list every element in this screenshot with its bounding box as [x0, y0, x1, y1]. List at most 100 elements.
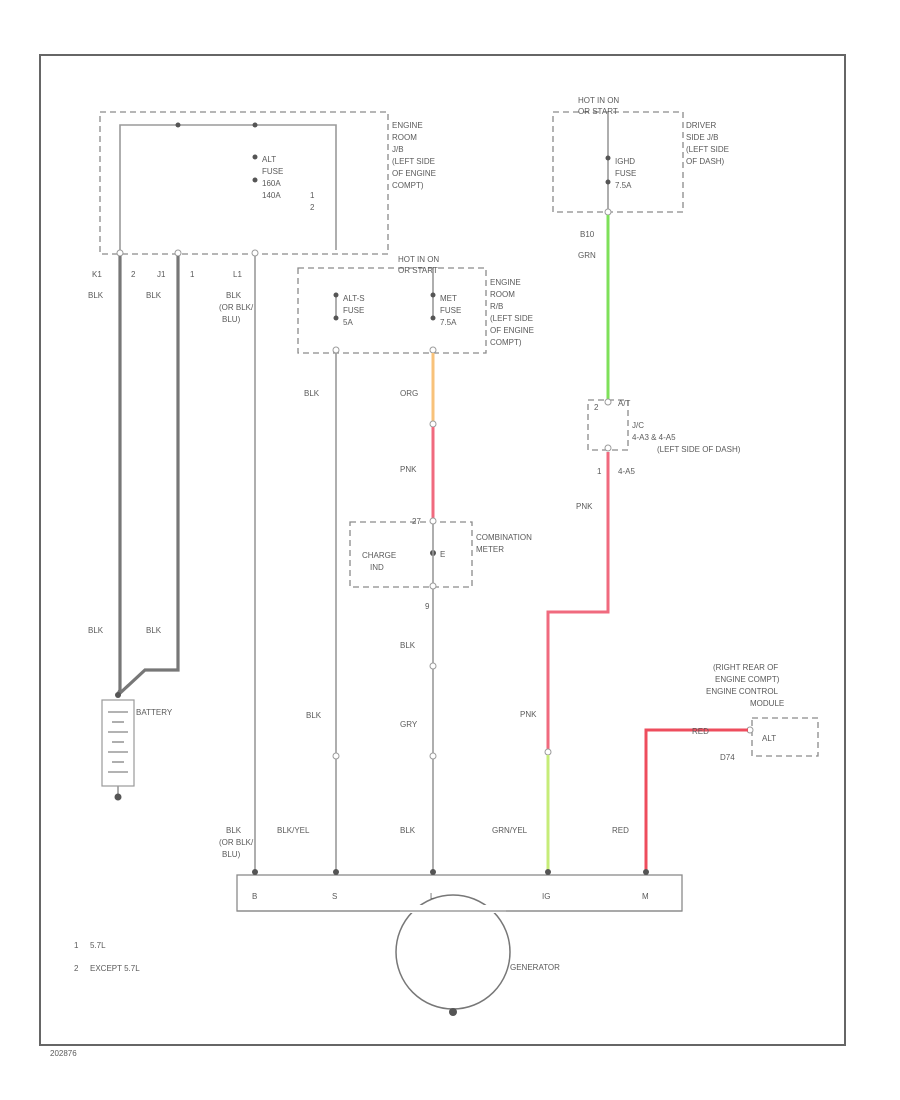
svg-text:COMPT): COMPT) — [490, 338, 522, 347]
svg-text:EXCEPT 5.7L: EXCEPT 5.7L — [90, 964, 140, 973]
svg-text:S: S — [332, 892, 337, 901]
svg-text:METER: METER — [476, 545, 504, 554]
svg-text:5A: 5A — [343, 318, 353, 327]
pin-1-label: 1 — [190, 270, 195, 279]
generator: GENERATOR B S L IG M — [236, 869, 683, 1016]
wire-label: BLK — [88, 291, 104, 300]
svg-text:1: 1 — [597, 467, 602, 476]
alt-fuse: ALT FUSE 160A 140A 1 2 — [252, 154, 315, 212]
j1-wire — [116, 256, 180, 697]
wire-label: BLK — [306, 711, 322, 720]
svg-text:ENGINE: ENGINE — [392, 121, 423, 130]
wire-label: BLK — [400, 641, 416, 650]
svg-text:A/T: A/T — [618, 399, 631, 408]
svg-text:J/C: J/C — [632, 421, 644, 430]
svg-text:E: E — [440, 550, 445, 559]
svg-text:7.5A: 7.5A — [440, 318, 457, 327]
svg-text:140A: 140A — [262, 191, 281, 200]
wire-label: PNK — [400, 465, 417, 474]
svg-text:1: 1 — [74, 941, 79, 950]
svg-text:(LEFT SIDE: (LEFT SIDE — [392, 157, 435, 166]
svg-text:HOT IN ON: HOT IN ON — [398, 255, 439, 264]
svg-text:2: 2 — [310, 203, 315, 212]
svg-text:BATTERY: BATTERY — [136, 708, 173, 717]
svg-text:(RIGHT REAR OF: (RIGHT REAR OF — [713, 663, 778, 672]
svg-text:7.5A: 7.5A — [615, 181, 632, 190]
svg-text:OF ENGINE: OF ENGINE — [392, 169, 436, 178]
svg-text:1: 1 — [310, 191, 315, 200]
inline-connector — [429, 752, 437, 760]
svg-text:D74: D74 — [720, 753, 735, 762]
wire-label: BLU) — [222, 850, 241, 859]
diagram-frame — [39, 54, 846, 1046]
notes: 1 5.7L 2 EXCEPT 5.7L — [74, 941, 140, 973]
svg-text:ENGINE CONTROL: ENGINE CONTROL — [706, 687, 779, 696]
red-wire — [644, 728, 748, 872]
wire-label: BLK — [226, 291, 242, 300]
wire-label: (OR BLK/ — [219, 838, 254, 847]
pin-l1-label: L1 — [233, 270, 242, 279]
svg-text:IND: IND — [370, 563, 384, 572]
svg-text:(LEFT SIDE: (LEFT SIDE — [686, 145, 729, 154]
wire-label: GRY — [400, 720, 418, 729]
svg-text:FUSE: FUSE — [343, 306, 364, 315]
wire-label: (OR BLK/ — [219, 303, 254, 312]
svg-text:OR START: OR START — [398, 266, 438, 275]
ighd-fuse: IGHD FUSE 7.5A — [605, 112, 636, 210]
svg-text:IG: IG — [542, 892, 550, 901]
svg-text:R/B: R/B — [490, 302, 503, 311]
diagram-id: 202876 — [50, 1049, 77, 1058]
wire-label: PNK — [576, 502, 593, 511]
svg-text:COMPT): COMPT) — [392, 181, 424, 190]
svg-text:L: L — [430, 892, 435, 901]
svg-text:OR START: OR START — [578, 107, 618, 116]
wire-label: BLK — [226, 826, 242, 835]
svg-text:HOT IN ON: HOT IN ON — [578, 96, 619, 105]
svg-text:160A: 160A — [262, 179, 281, 188]
wire-label: BLK/YEL — [277, 826, 310, 835]
svg-text:ALT: ALT — [262, 155, 276, 164]
wire-label: GRN — [578, 251, 596, 260]
wire-label: BLK — [400, 826, 416, 835]
wire-label: BLU) — [222, 315, 241, 324]
svg-text:9: 9 — [425, 602, 430, 611]
svg-text:SIDE J/B: SIDE J/B — [686, 133, 718, 142]
inline-connector — [429, 420, 437, 428]
svg-text:FUSE: FUSE — [440, 306, 461, 315]
wire-label: ORG — [400, 389, 418, 398]
combination-meter: 27 E CHARGE IND COMBINATION METER 9 — [349, 517, 532, 611]
svg-text:2: 2 — [594, 403, 599, 412]
pin-alts-out — [332, 346, 340, 354]
wire-label: RED — [612, 826, 629, 835]
alt-s-fuse: ALT-S FUSE 5A — [333, 292, 365, 327]
pin-k1 — [116, 249, 124, 257]
svg-text:4-A5: 4-A5 — [618, 467, 635, 476]
inline-connector — [332, 752, 340, 760]
junction-connector: A/T 2 J/C 4-A3 & 4-A5 (LEFT SIDE OF DASH… — [587, 398, 741, 476]
svg-text:(LEFT SIDE OF DASH): (LEFT SIDE OF DASH) — [657, 445, 741, 454]
pin-met-out — [429, 346, 437, 354]
svg-text:OF ENGINE: OF ENGINE — [490, 326, 534, 335]
pin-b10-label: B10 — [580, 230, 595, 239]
engine-room-rb: HOT IN ON OR START ENGINE ROOM R/B (LEFT… — [297, 255, 534, 354]
svg-text:M: M — [642, 892, 649, 901]
svg-text:COMBINATION: COMBINATION — [476, 533, 532, 542]
pin-l1 — [251, 249, 259, 257]
svg-text:IGHD: IGHD — [615, 157, 635, 166]
wire-label: RED — [692, 727, 709, 736]
pnk-wire-ig — [546, 452, 610, 752]
svg-text:ROOM: ROOM — [490, 290, 515, 299]
wire-label: GRN/YEL — [492, 826, 528, 835]
svg-text:B: B — [252, 892, 257, 901]
bus-node — [252, 122, 258, 128]
k1-wire — [115, 256, 122, 697]
driver-side-jb: HOT IN ON OR START DRIVER SIDE J/B (LEFT… — [552, 96, 729, 213]
svg-text:OF DASH): OF DASH) — [686, 157, 725, 166]
wire-label: BLK — [146, 626, 162, 635]
pin-k1-label: K1 — [92, 270, 102, 279]
pin-b10 — [604, 208, 612, 216]
svg-text:J/B: J/B — [392, 145, 404, 154]
wire-label: BLK — [88, 626, 104, 635]
met-fuse: MET FUSE 7.5A — [430, 268, 461, 327]
